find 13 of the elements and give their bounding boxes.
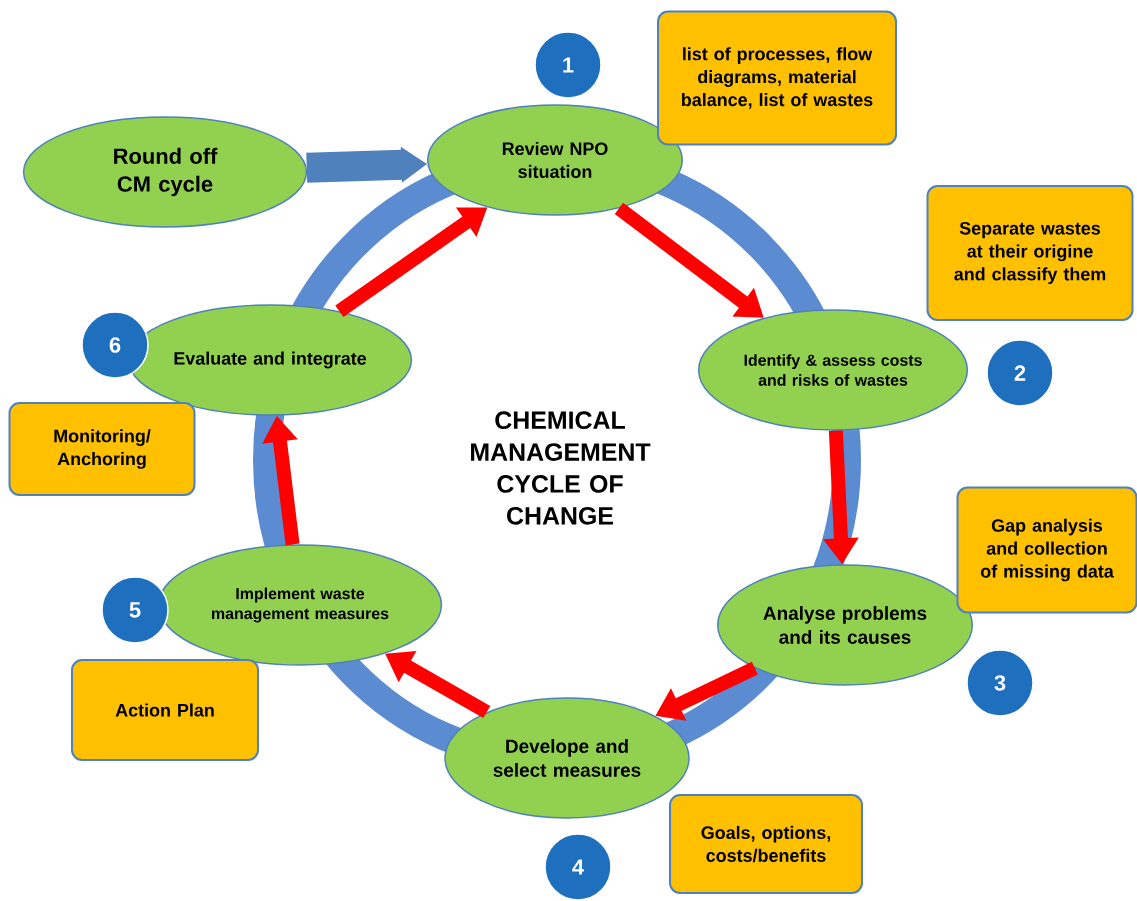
step-number: 3 bbox=[966, 649, 1034, 717]
step-number: 6 bbox=[81, 311, 149, 379]
step-number: 2 bbox=[986, 339, 1054, 407]
note-box: list of processes, flow diagrams, material balance, list of wastes bbox=[657, 10, 897, 146]
step-number: 4 bbox=[544, 833, 612, 901]
step-number: 5 bbox=[101, 576, 169, 644]
note-box: Action Plan bbox=[71, 659, 259, 761]
title: CHEMICAL MANAGEMENT CYCLE OF CHANGE bbox=[471, 411, 651, 525]
step-number: 1 bbox=[534, 31, 602, 99]
note-box: Separate wastes at their origine and classify them bbox=[926, 185, 1134, 321]
note-box: Monitoring/ Anchoring bbox=[8, 402, 196, 496]
note-box: Goals, options, costs/benefits bbox=[669, 794, 863, 894]
note-box: Gap analysis and collection of missing data bbox=[956, 486, 1137, 614]
